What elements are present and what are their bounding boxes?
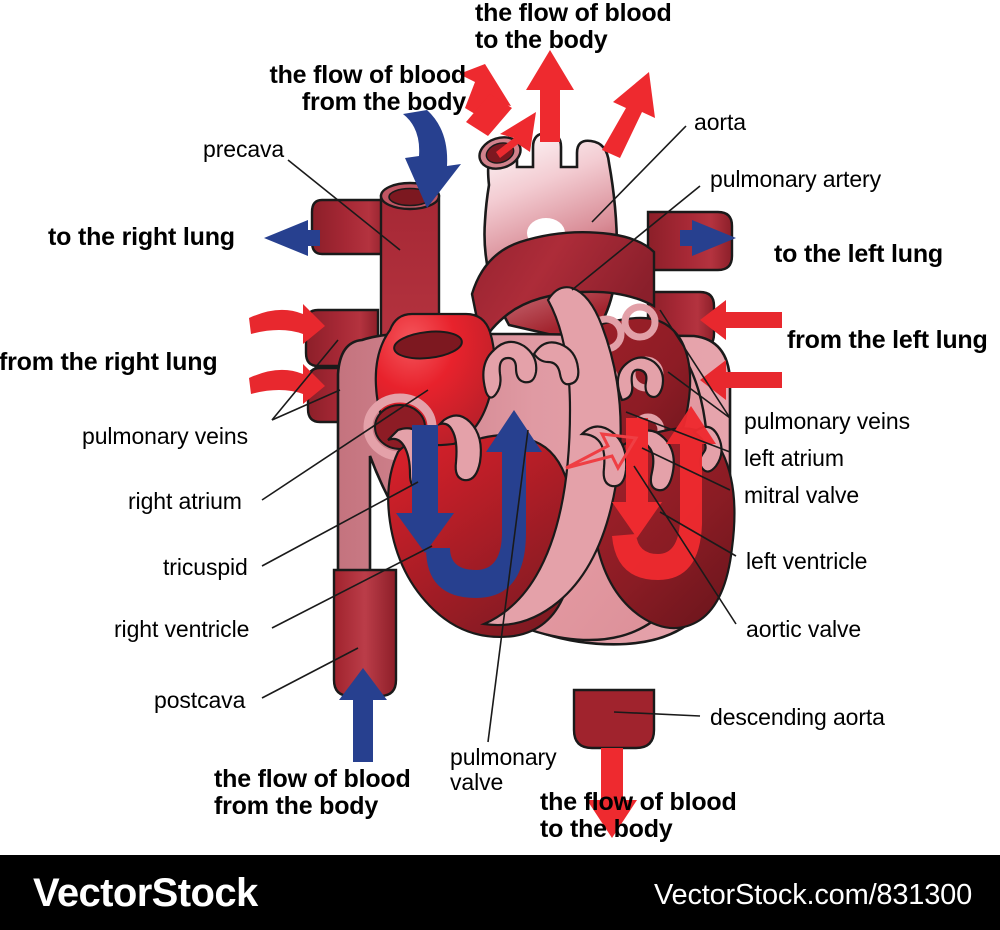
red-up-arrow-center-aorta (526, 50, 574, 142)
heart-body-group (336, 286, 736, 658)
red-flow-arrow-u-turn (612, 406, 716, 580)
red-right-arrow-lower-right-lung (249, 364, 325, 404)
blue-up-arrow-postcava (339, 668, 387, 762)
label-tricuspid: tricuspid (163, 554, 248, 580)
red-down-arrow-descending-aorta (587, 748, 637, 838)
leader-left-atrium (625, 411, 731, 453)
label-flow-from-body-top: the flow of blood from the body (269, 61, 466, 116)
blue-flow-arrow-down-right-atrium (396, 425, 454, 553)
mitral-valve (579, 425, 628, 488)
label-flow-from-body-bottom: the flow of blood from the body (214, 765, 411, 820)
label-right-atrium: right atrium (128, 488, 242, 514)
blue-down-arrow-precava (403, 110, 461, 208)
vectorstock-brand: VectorStock (33, 871, 258, 915)
label-mitral-valve: mitral valve (744, 482, 860, 508)
descending-aorta-vessel (572, 688, 656, 750)
blue-right-arrow-left-lung (680, 220, 736, 256)
red-flow-arrow-outline-mitral (565, 432, 639, 472)
leader-mitral-valve (641, 447, 731, 491)
label-pulmonary-veins-right: pulmonary veins (744, 408, 910, 434)
label-aorta: aorta (694, 109, 746, 135)
leader-pulmonary-veins-left-a (271, 339, 339, 421)
red-left-arrow-lower-left-lung (700, 360, 782, 400)
label-postcava: postcava (154, 687, 246, 713)
label-pulmonary-artery: pulmonary artery (710, 166, 881, 192)
aortic-valve (616, 356, 665, 402)
label-right-ventricle: right ventricle (114, 616, 250, 642)
leader-pulmonary-veins-left-b (271, 389, 341, 421)
label-to-right-lung: to the right lung (48, 223, 235, 251)
label-pulmonary-valve: pulmonary valve (450, 744, 557, 795)
leader-left-ventricle (659, 511, 737, 557)
label-descending-aorta: descending aorta (710, 704, 885, 730)
leader-precava (287, 159, 401, 251)
leader-tricuspid (261, 481, 419, 567)
precava-opening-inside-atrium (393, 330, 463, 360)
label-pulmonary-veins-left: pulmonary veins (82, 423, 248, 449)
label-aortic-valve: aortic valve (746, 616, 862, 642)
leader-right-ventricle (271, 545, 433, 629)
vectorstock-url: VectorStock.com/831300 (653, 879, 972, 911)
label-left-atrium: left atrium (744, 445, 844, 471)
pulmonary-valve-leaflet-2 (532, 341, 580, 386)
leader-postcava (261, 647, 359, 699)
leader-aortic-valve (633, 465, 737, 625)
label-flow-to-body-top: the flow of blood to the body (475, 0, 672, 54)
pulmonary-valve-leaflets (482, 340, 538, 399)
label-from-left-lung: from the left lung (787, 326, 988, 354)
interventricular-septum (480, 286, 622, 627)
external-flow-arrows-group (249, 50, 782, 838)
right-pulmonary-artery-branch (310, 198, 390, 256)
tricuspid-valve-leaflet-2 (436, 414, 482, 482)
leader-lines-group (261, 125, 737, 743)
leader-pulmonary-valve (487, 429, 529, 743)
leader-aorta (591, 125, 687, 223)
watermark-footer-bar: VectorStock VectorStock.com/831300 (0, 855, 1000, 930)
leader-pulmonary-artery (571, 185, 701, 291)
leader-pulmonary-veins-right-b (667, 371, 731, 419)
leader-descending-aorta (613, 711, 701, 717)
label-precava: precava (203, 136, 285, 162)
leader-right-atrium (261, 389, 429, 501)
red-up-arrow-right-aorta (602, 72, 655, 158)
red-up-arrow-left-aorta-shaft (466, 94, 512, 136)
label-flow-to-body-bottom: the flow of blood to the body (540, 788, 737, 843)
blue-left-arrow-right-lung (264, 220, 320, 256)
red-flow-arrow-down-left-atrium (612, 418, 662, 538)
leader-pulmonary-veins-right-a (659, 309, 731, 419)
red-left-arrow-upper-left-lung (700, 300, 782, 340)
label-to-left-lung: to the left lung (774, 240, 943, 268)
label-left-ventricle: left ventricle (746, 548, 868, 574)
red-right-arrow-upper-right-lung (249, 304, 325, 344)
red-up-arrow-left-aorta (459, 64, 536, 158)
label-from-right-lung: from the right lung (0, 348, 218, 376)
